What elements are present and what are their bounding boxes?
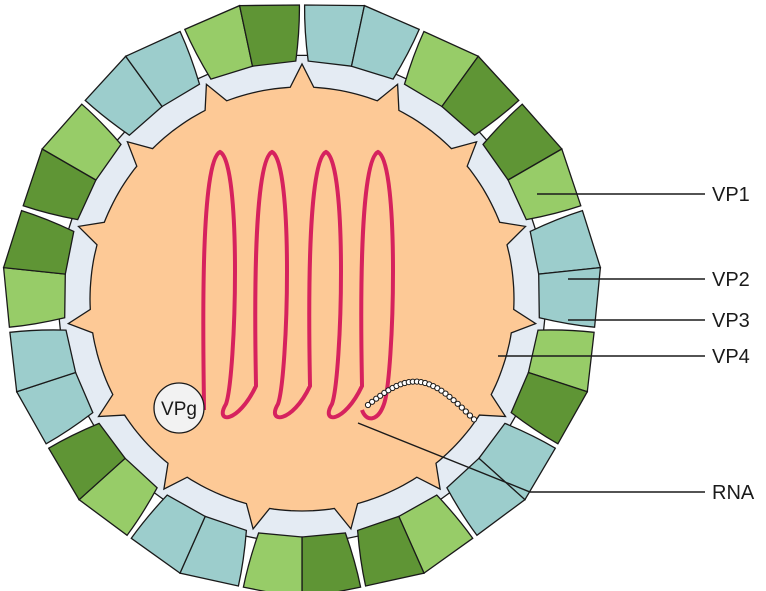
capsid-segment-half bbox=[510, 371, 589, 445]
rna-leader-line bbox=[357, 422, 705, 493]
capsid-protein-segments bbox=[2, 4, 602, 591]
capsid-segment-half bbox=[2, 209, 75, 275]
capsid-segment-half bbox=[238, 4, 301, 67]
poly-a-bead bbox=[373, 395, 380, 402]
capsid-segment-half bbox=[301, 532, 362, 591]
protein-labels: VP1 VP2 VP3 VP4 RNA bbox=[712, 184, 755, 504]
vp1-label: VP1 bbox=[712, 184, 750, 206]
poly-a-bead bbox=[369, 398, 376, 405]
capsid-segment-half bbox=[15, 371, 94, 445]
capsid-segment-half bbox=[441, 55, 520, 137]
rna-genome bbox=[201, 149, 478, 423]
poly-a-bead bbox=[462, 408, 469, 415]
poly-a-bead bbox=[364, 401, 372, 409]
capsid-segment-half bbox=[356, 515, 425, 587]
poly-a-bead bbox=[446, 393, 453, 400]
poly-a-bead bbox=[458, 404, 465, 411]
vp4-label: VP4 bbox=[712, 346, 750, 368]
capsid-segment-half bbox=[183, 4, 254, 80]
capsid-segment-half bbox=[446, 457, 526, 537]
capsid-segment-half bbox=[478, 422, 557, 501]
label-leader-lines bbox=[357, 193, 705, 493]
capsid-segment-half bbox=[397, 494, 474, 575]
capsid-segment-half bbox=[9, 329, 77, 393]
rna-helix-coil bbox=[201, 149, 395, 421]
capsid-segment-half bbox=[179, 515, 248, 587]
poly-a-bead bbox=[466, 412, 473, 419]
rna-poly-a-tail bbox=[364, 378, 478, 423]
capsid-segment-half bbox=[242, 532, 303, 591]
capsid-segment-half bbox=[130, 494, 207, 575]
poly-a-bead bbox=[454, 400, 461, 407]
poly-a-bead bbox=[450, 397, 457, 404]
capsid-segment-half bbox=[507, 148, 582, 221]
capsid-segment-half bbox=[303, 4, 366, 67]
poly-a-bead bbox=[377, 392, 384, 399]
vpg-label: VPg bbox=[161, 399, 197, 420]
capsid-segment-half bbox=[350, 4, 421, 80]
capsid-segment-half bbox=[527, 329, 595, 393]
capsid-segment-half bbox=[78, 457, 158, 537]
capsid-segment-half bbox=[2, 266, 66, 328]
capsid-segment-half bbox=[47, 422, 126, 501]
poly-a-bead bbox=[438, 387, 445, 394]
capsid-segment-half bbox=[482, 103, 563, 181]
poly-a-bead bbox=[442, 390, 449, 397]
capsid-segment-half bbox=[41, 103, 122, 181]
capsid-segment-half bbox=[403, 30, 480, 108]
capsid-segment-half bbox=[22, 148, 97, 221]
vpg-protein: VPg bbox=[153, 382, 205, 434]
poly-a-bead bbox=[470, 416, 478, 423]
rna-label: RNA bbox=[712, 482, 755, 504]
capsid-segment-half bbox=[84, 55, 163, 137]
capsid-segment-half bbox=[124, 30, 201, 108]
vpg-circle bbox=[153, 382, 205, 434]
vp2-label: VP2 bbox=[712, 269, 750, 291]
capsid-segment-half bbox=[538, 266, 602, 328]
vp3-label: VP3 bbox=[712, 310, 750, 332]
capsid-segment-half bbox=[529, 209, 602, 275]
